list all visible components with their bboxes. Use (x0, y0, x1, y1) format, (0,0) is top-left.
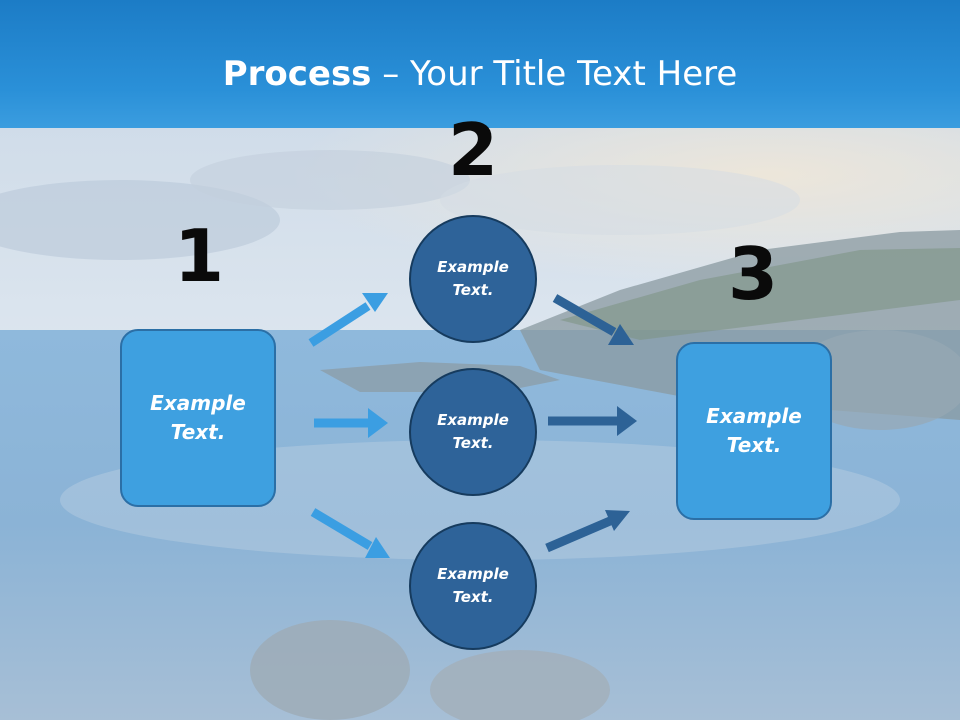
title-rest: – Your Title Text Here (371, 54, 738, 94)
arrow-left-to-top (308, 293, 388, 347)
step-number-2: 2 (447, 108, 499, 192)
circle-bottom: Example Text. (409, 522, 537, 650)
right-process-box: Example Text. (676, 342, 832, 520)
left-process-box: Example Text. (120, 329, 276, 507)
step-number-1: 1 (173, 214, 225, 298)
circle-top: Example Text. (409, 215, 537, 343)
circle-top-text: Example Text. (437, 258, 509, 299)
right-box-text: Example Text. (706, 404, 802, 457)
arrow-middle-to-right (548, 406, 637, 436)
circle-middle-text: Example Text. (437, 411, 509, 452)
left-box-text: Example Text. (150, 391, 246, 444)
circle-middle: Example Text. (409, 368, 537, 496)
title-band (0, 0, 960, 128)
title-strong: Process (222, 54, 372, 94)
arrow-bottom-to-right (545, 510, 630, 553)
arrow-left-to-bottom (310, 508, 390, 558)
arrow-left-to-middle (314, 408, 388, 438)
slide-title: Process – Your Title Text Here (0, 52, 960, 96)
step-number-3: 3 (727, 232, 779, 316)
arrow-top-to-right (552, 294, 634, 345)
circle-bottom-text: Example Text. (437, 565, 509, 606)
